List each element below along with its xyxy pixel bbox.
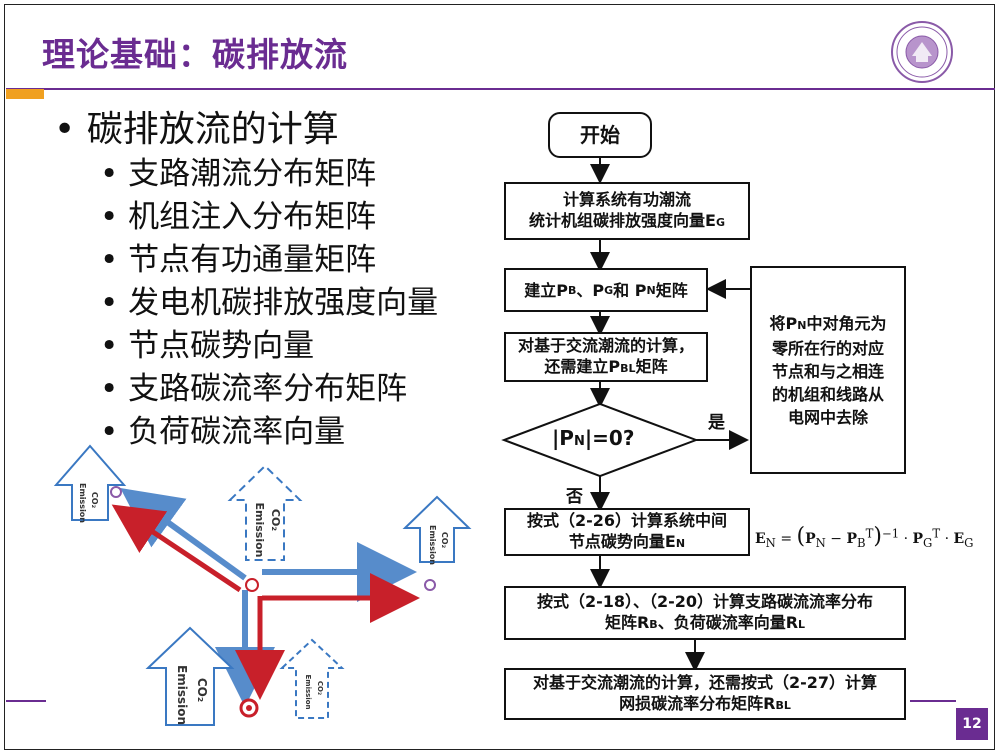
emission-arrow-bottom-dashed — [279, 638, 345, 719]
footer-divider-right — [910, 700, 956, 702]
carbon-potential-formula: EN = (PN − PBT)−1 · PGT · EG — [755, 524, 974, 550]
header-divider — [6, 88, 995, 90]
slide-title: 理论基础：碳排放流 — [42, 35, 348, 74]
emission-label: CO₂ — [90, 492, 99, 509]
emission-arrow-left — [53, 444, 127, 521]
yes-label: 是 — [708, 413, 725, 433]
emission-label: Emission — [428, 525, 437, 565]
sub-bullet: • 节点有功通量矩阵 — [100, 242, 377, 278]
university-seal-icon — [891, 21, 953, 83]
flow-side-box: 将PN中对角元为 零所在行的对应 节点和与之相连 的机组和线路从 电网中去除 — [750, 266, 906, 474]
main-bullet: • 碳排放流的计算 — [54, 109, 339, 150]
emission-label: CO₂ — [440, 532, 449, 549]
right-node — [424, 579, 436, 591]
flow-step-6: 对基于交流潮流的计算，还需按式（2-27）计算 网损碳流率分布矩阵RBL — [504, 668, 906, 720]
flow-step-1: 计算系统有功潮流 统计机组碳排放强度向量EG — [504, 182, 750, 240]
emission-label: Emission — [175, 665, 189, 725]
flowchart-connectors — [590, 158, 750, 672]
slide-frame — [4, 4, 995, 750]
emission-label: CO₂ — [269, 509, 282, 531]
no-label: 否 — [566, 487, 583, 507]
emission-label: Emission — [253, 503, 266, 558]
sub-bullet: • 负荷碳流率向量 — [100, 414, 346, 450]
sub-bullet: • 发电机碳排放强度向量 — [100, 285, 439, 321]
decision-diamond — [501, 402, 699, 478]
sub-bullet: • 支路潮流分布矩阵 — [100, 156, 377, 192]
sub-bullet: • 节点碳势向量 — [100, 328, 315, 364]
sub-bullet: • 支路碳流率分布矩阵 — [100, 371, 408, 407]
emission-arrow-bottom-large — [145, 626, 235, 726]
sub-bullet: • 机组注入分布矩阵 — [100, 199, 377, 235]
left-node — [110, 486, 122, 498]
red-flow-lines — [111, 504, 420, 700]
page-number: 12 — [956, 708, 988, 740]
emission-arrow-right — [402, 495, 472, 563]
emission-label: CO₂ — [316, 681, 324, 695]
flow-start: 开始 — [548, 112, 652, 158]
emission-label: Emission — [78, 483, 87, 523]
emission-arrow-top-dashed — [227, 464, 303, 561]
flow-step-3: 对基于交流潮流的计算， 还需建立PBL矩阵 — [504, 332, 708, 382]
emission-label: Emission — [304, 675, 312, 710]
center-node — [245, 578, 259, 592]
emission-label: CO₂ — [195, 678, 209, 702]
decision-label: |PN|=0? — [552, 426, 635, 450]
header-accent — [6, 89, 44, 99]
flow-step-4: 按式（2-26）计算系统中间 节点碳势向量EN — [504, 508, 750, 556]
footer-divider-left — [6, 700, 46, 702]
flow-step-5: 按式（2-18）、（2-20）计算支路碳流流率分布 矩阵RB、负荷碳流率向量RL — [504, 586, 906, 640]
